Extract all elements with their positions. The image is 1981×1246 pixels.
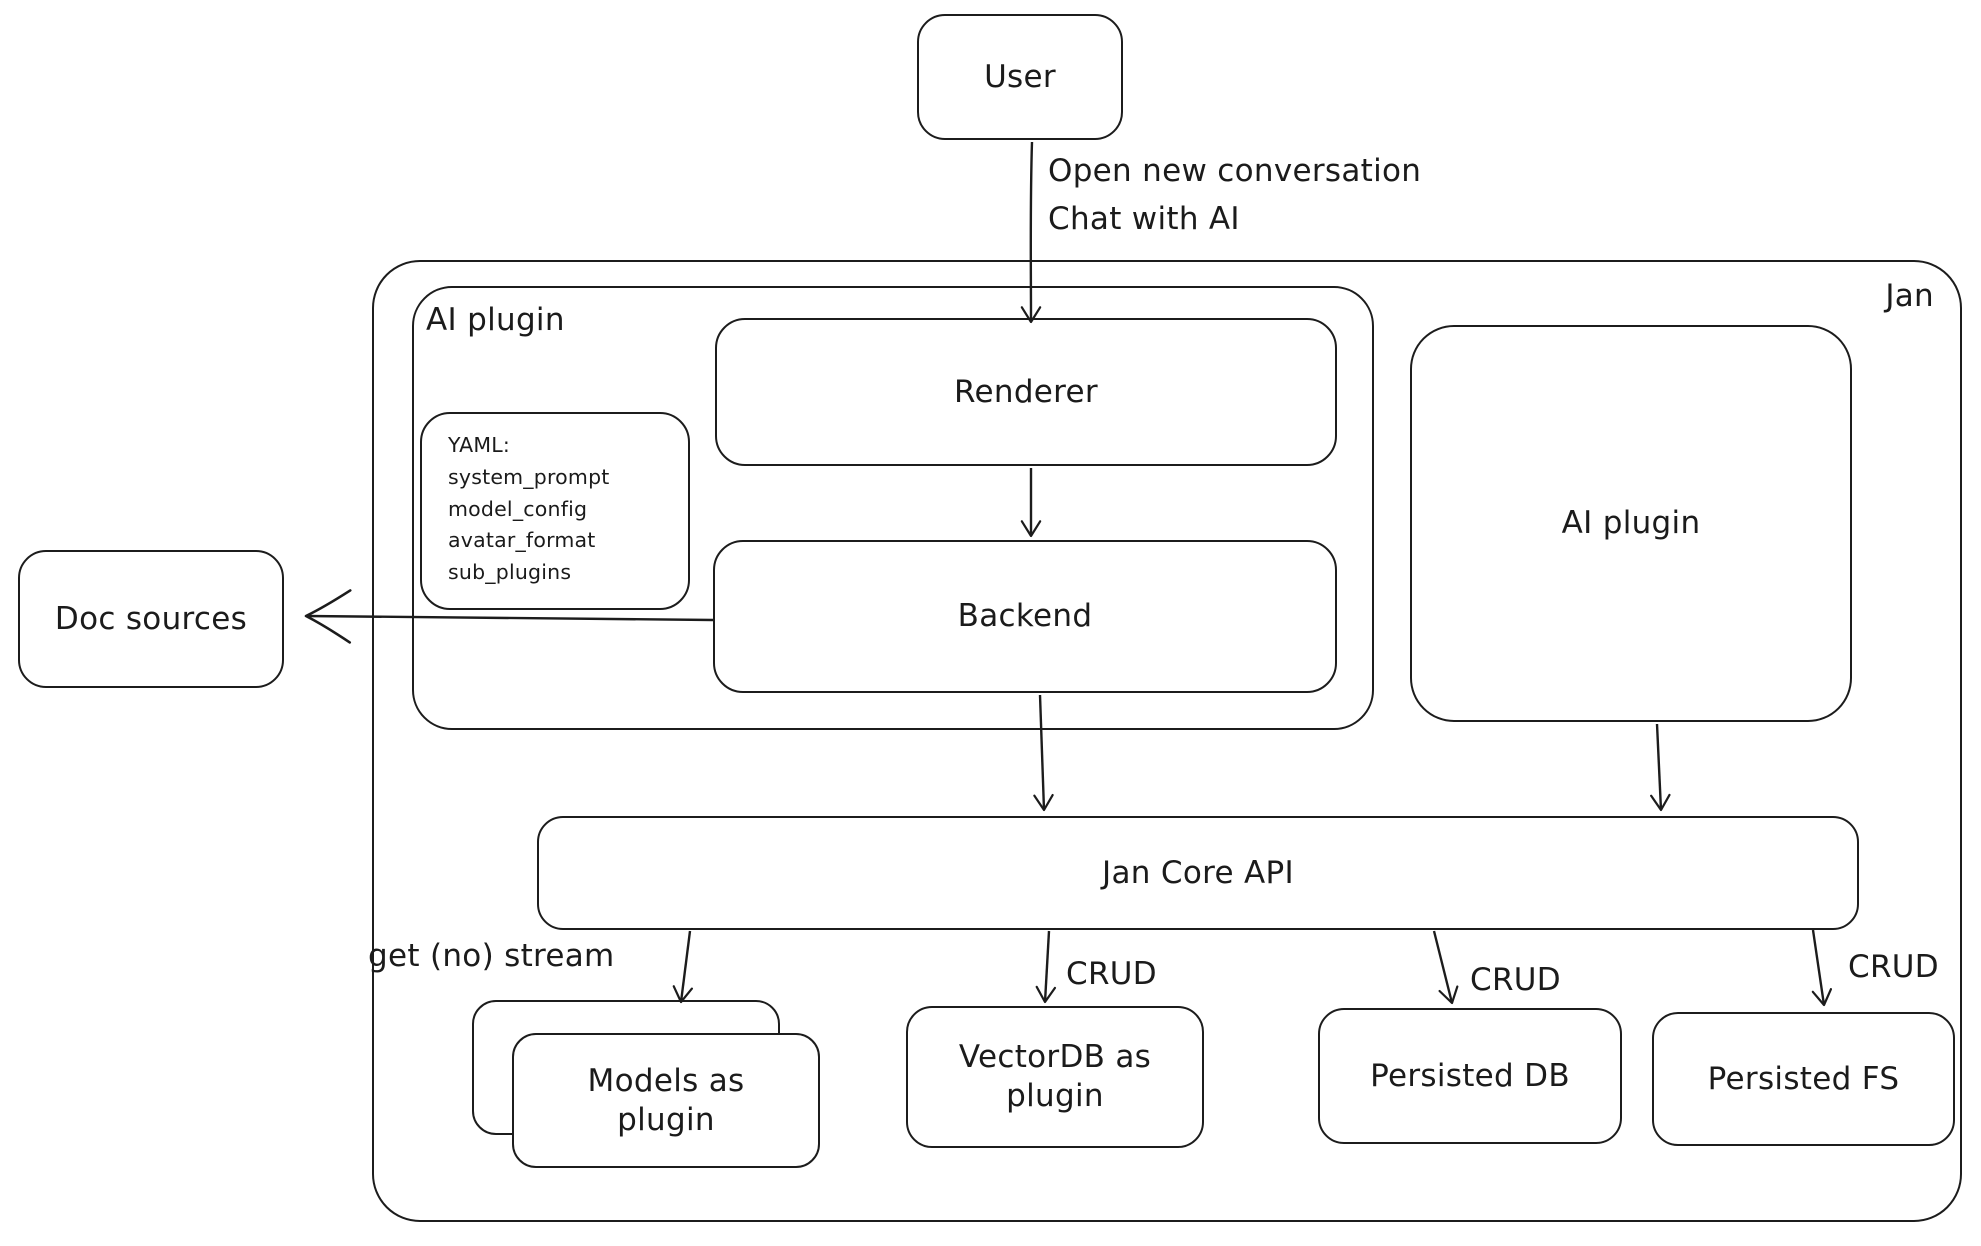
- yaml-note: YAML: system_prompt model_config avatar_…: [420, 412, 690, 610]
- vectordb-as-plugin-node: VectorDB as plugin: [906, 1006, 1204, 1148]
- yaml-line: model_config: [448, 496, 588, 521]
- user-node: User: [917, 14, 1123, 140]
- edge-label-get-no-stream: get (no) stream: [368, 938, 615, 974]
- edge-label-crud-vectordb: CRUD: [1066, 956, 1157, 992]
- persisted-fs-node-label: Persisted FS: [1707, 1060, 1900, 1097]
- doc-sources-node: Doc sources: [18, 550, 284, 688]
- models-as-plugin-node-label: Models as plugin: [587, 1062, 745, 1138]
- ai-plugin-node-label: AI plugin: [1561, 505, 1701, 542]
- persisted-db-node-label: Persisted DB: [1370, 1057, 1570, 1094]
- vectordb-as-plugin-node-label: VectorDB as plugin: [958, 1039, 1152, 1114]
- jan-container: Jan: [372, 260, 1962, 1222]
- yaml-line: YAML:: [448, 433, 510, 457]
- ai-plugin-node: AI plugin: [1410, 325, 1852, 722]
- yaml-line: system_prompt: [448, 464, 610, 489]
- models-as-plugin-node: Models as plugin: [512, 1033, 820, 1168]
- renderer-node: Renderer: [715, 318, 1337, 466]
- persisted-db-node: Persisted DB: [1318, 1008, 1622, 1144]
- edge-label-crud-persisted-db: CRUD: [1470, 962, 1561, 998]
- backend-node: Backend: [713, 540, 1337, 693]
- doc-sources-node-label: Doc sources: [54, 600, 248, 637]
- jan-core-api-node-label: Jan Core API: [1102, 854, 1294, 891]
- ai-plugin-group-label: AI plugin: [426, 302, 565, 338]
- yaml-note-text: YAML: system_prompt model_config avatar_…: [448, 430, 610, 589]
- user-node-label: User: [984, 58, 1056, 95]
- persisted-fs-node: Persisted FS: [1652, 1012, 1955, 1146]
- renderer-node-label: Renderer: [954, 373, 1098, 410]
- yaml-line: avatar_format: [448, 528, 596, 553]
- jan-container-label: Jan: [1885, 278, 1934, 314]
- edge-label-crud-persisted-fs: CRUD: [1848, 949, 1939, 985]
- edge-label-open-new-conversation: Open new conversation: [1048, 153, 1422, 189]
- backend-node-label: Backend: [957, 598, 1093, 635]
- yaml-line: sub_plugins: [448, 560, 572, 585]
- ai-plugin-group-container: AI plugin: [412, 286, 1374, 730]
- jan-core-api-node: Jan Core API: [537, 816, 1859, 930]
- edge-label-chat-with-ai: Chat with AI: [1048, 201, 1240, 237]
